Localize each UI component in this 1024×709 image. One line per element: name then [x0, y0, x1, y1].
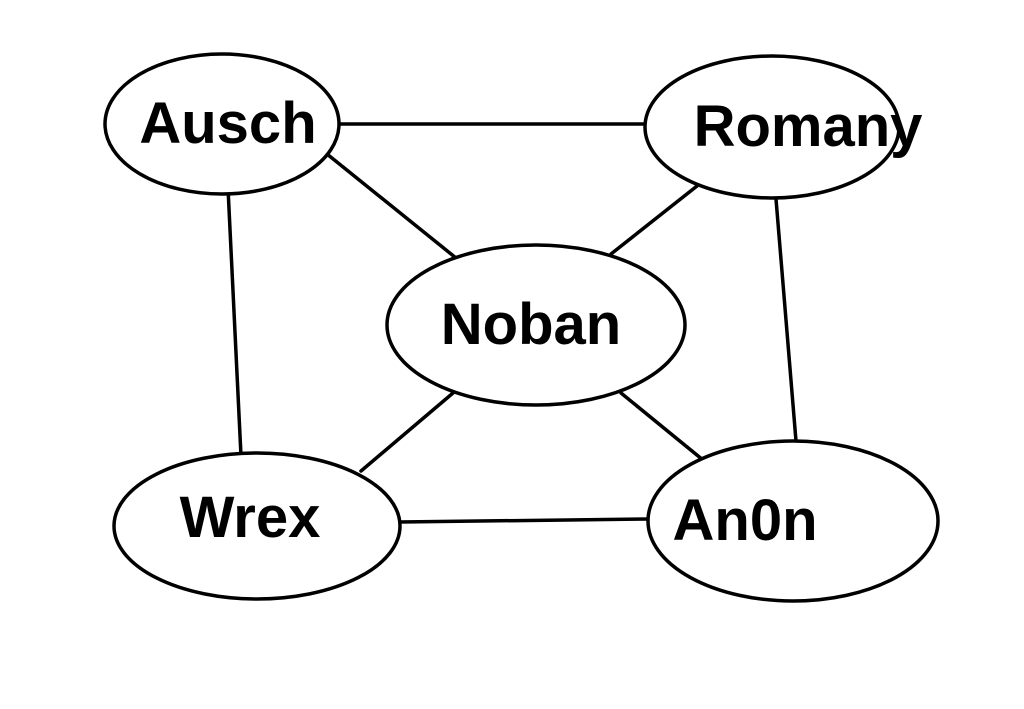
node-anon: An0n [646, 439, 940, 603]
node-romany: Romany [643, 54, 923, 200]
node-noban: Noban [385, 243, 687, 407]
node-wrex-label: Wrex [180, 485, 321, 550]
edges [226, 122, 798, 524]
node-noban-ellipse [385, 243, 687, 407]
node-ausch-ellipse [103, 52, 341, 196]
edge-noban-wrex [359, 391, 455, 473]
node-wrex-ellipse [112, 451, 402, 601]
node-wrex: Wrex [112, 451, 402, 601]
node-ausch-label: Ausch [139, 91, 316, 156]
node-romany-ellipse [643, 54, 901, 200]
edge-romany-anon [774, 197, 798, 443]
edge-romany-noban [609, 184, 699, 256]
node-anon-label: An0n [673, 488, 818, 553]
node-anon-ellipse [646, 439, 940, 603]
node-noban-label: Noban [441, 292, 621, 357]
edge-wrex-anon [397, 517, 652, 524]
edge-ausch-noban [320, 148, 458, 260]
edge-noban-anon [619, 391, 705, 462]
edge-ausch-wrex [226, 186, 243, 458]
node-ausch: Ausch [103, 52, 341, 196]
node-romany-label: Romany [694, 94, 923, 159]
